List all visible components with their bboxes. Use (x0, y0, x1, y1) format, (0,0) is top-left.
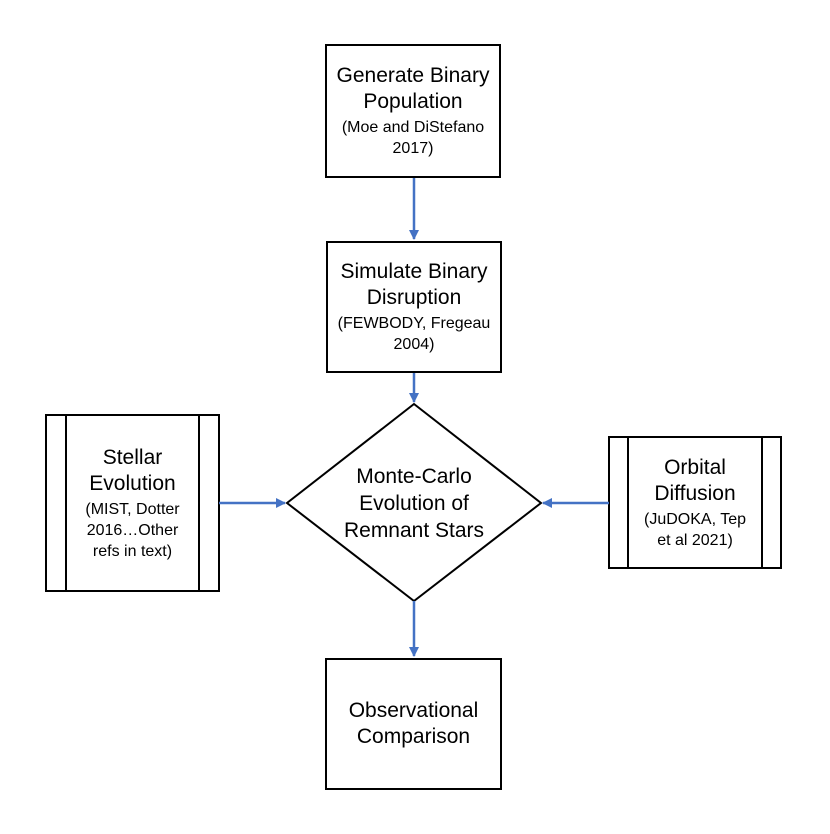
orbital-title: Orbital Diffusion (654, 455, 736, 505)
simulate-binary-disruption-box: Simulate Binary Disruption (FEWBODY, Fre… (326, 241, 502, 373)
observational-title: Observational Comparison (348, 699, 479, 748)
generate-binary-population-box: Generate Binary Population (Moe and DiSt… (325, 44, 501, 178)
stellar-title: Stellar Evolution (89, 445, 176, 495)
stellar-evolution-box (45, 414, 220, 592)
disruption-title: Simulate Binary Disruption (340, 260, 488, 309)
stellar-reference: (MIST, Dotter 2016…Other refs in text) (85, 500, 180, 560)
disruption-reference: (FEWBODY, Fregeau 2004) (337, 315, 491, 353)
orbital-reference: (JuDOKA, Tep et al 2021) (644, 510, 746, 549)
monte-carlo-label: Monte-Carlo Evolution of Remnant Stars (343, 464, 485, 542)
orbital-diffusion-label: Orbital Diffusion (JuDOKA, Tep et al 202… (628, 437, 762, 568)
stellar-evolution-label: Stellar Evolution (MIST, Dotter 2016…Oth… (66, 415, 199, 591)
orbital-diffusion-box (608, 436, 782, 569)
generate-reference: (Moe and DiStefano 2017) (341, 119, 485, 157)
observational-comparison-box: Observational Comparison (325, 658, 502, 790)
generate-title: Generate Binary Population (336, 64, 490, 113)
